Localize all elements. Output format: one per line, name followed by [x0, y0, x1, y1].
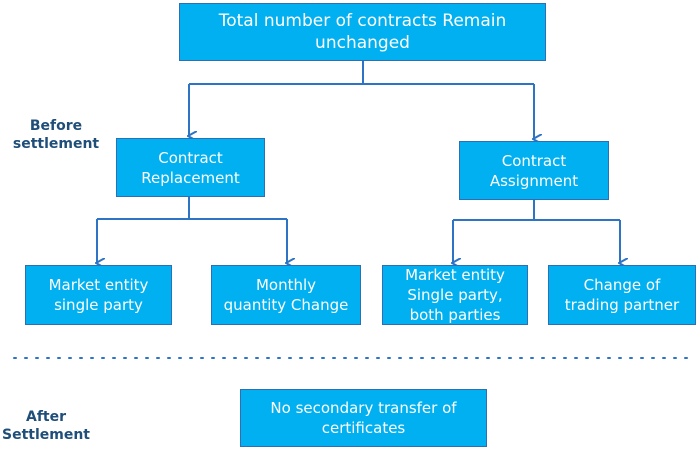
- market-entity-both-parties-node: Market entity Single party, both parties: [382, 265, 528, 325]
- root-node: Total number of contracts Remain unchang…: [179, 3, 546, 61]
- after-settlement-label: After Settlement: [2, 409, 90, 443]
- monthly-quantity-change-node: Monthly quantity Change: [211, 265, 361, 325]
- before-settlement-label: Before settlement: [12, 118, 100, 152]
- contract-assignment-node: Contract Assignment: [459, 141, 609, 200]
- contract-replacement-node: Contract Replacement: [116, 138, 265, 197]
- change-of-trading-partner-node: Change of trading partner: [548, 265, 696, 325]
- no-secondary-transfer-node: No secondary transfer of certificates: [240, 389, 487, 447]
- market-entity-single-party-node: Market entity single party: [25, 265, 172, 325]
